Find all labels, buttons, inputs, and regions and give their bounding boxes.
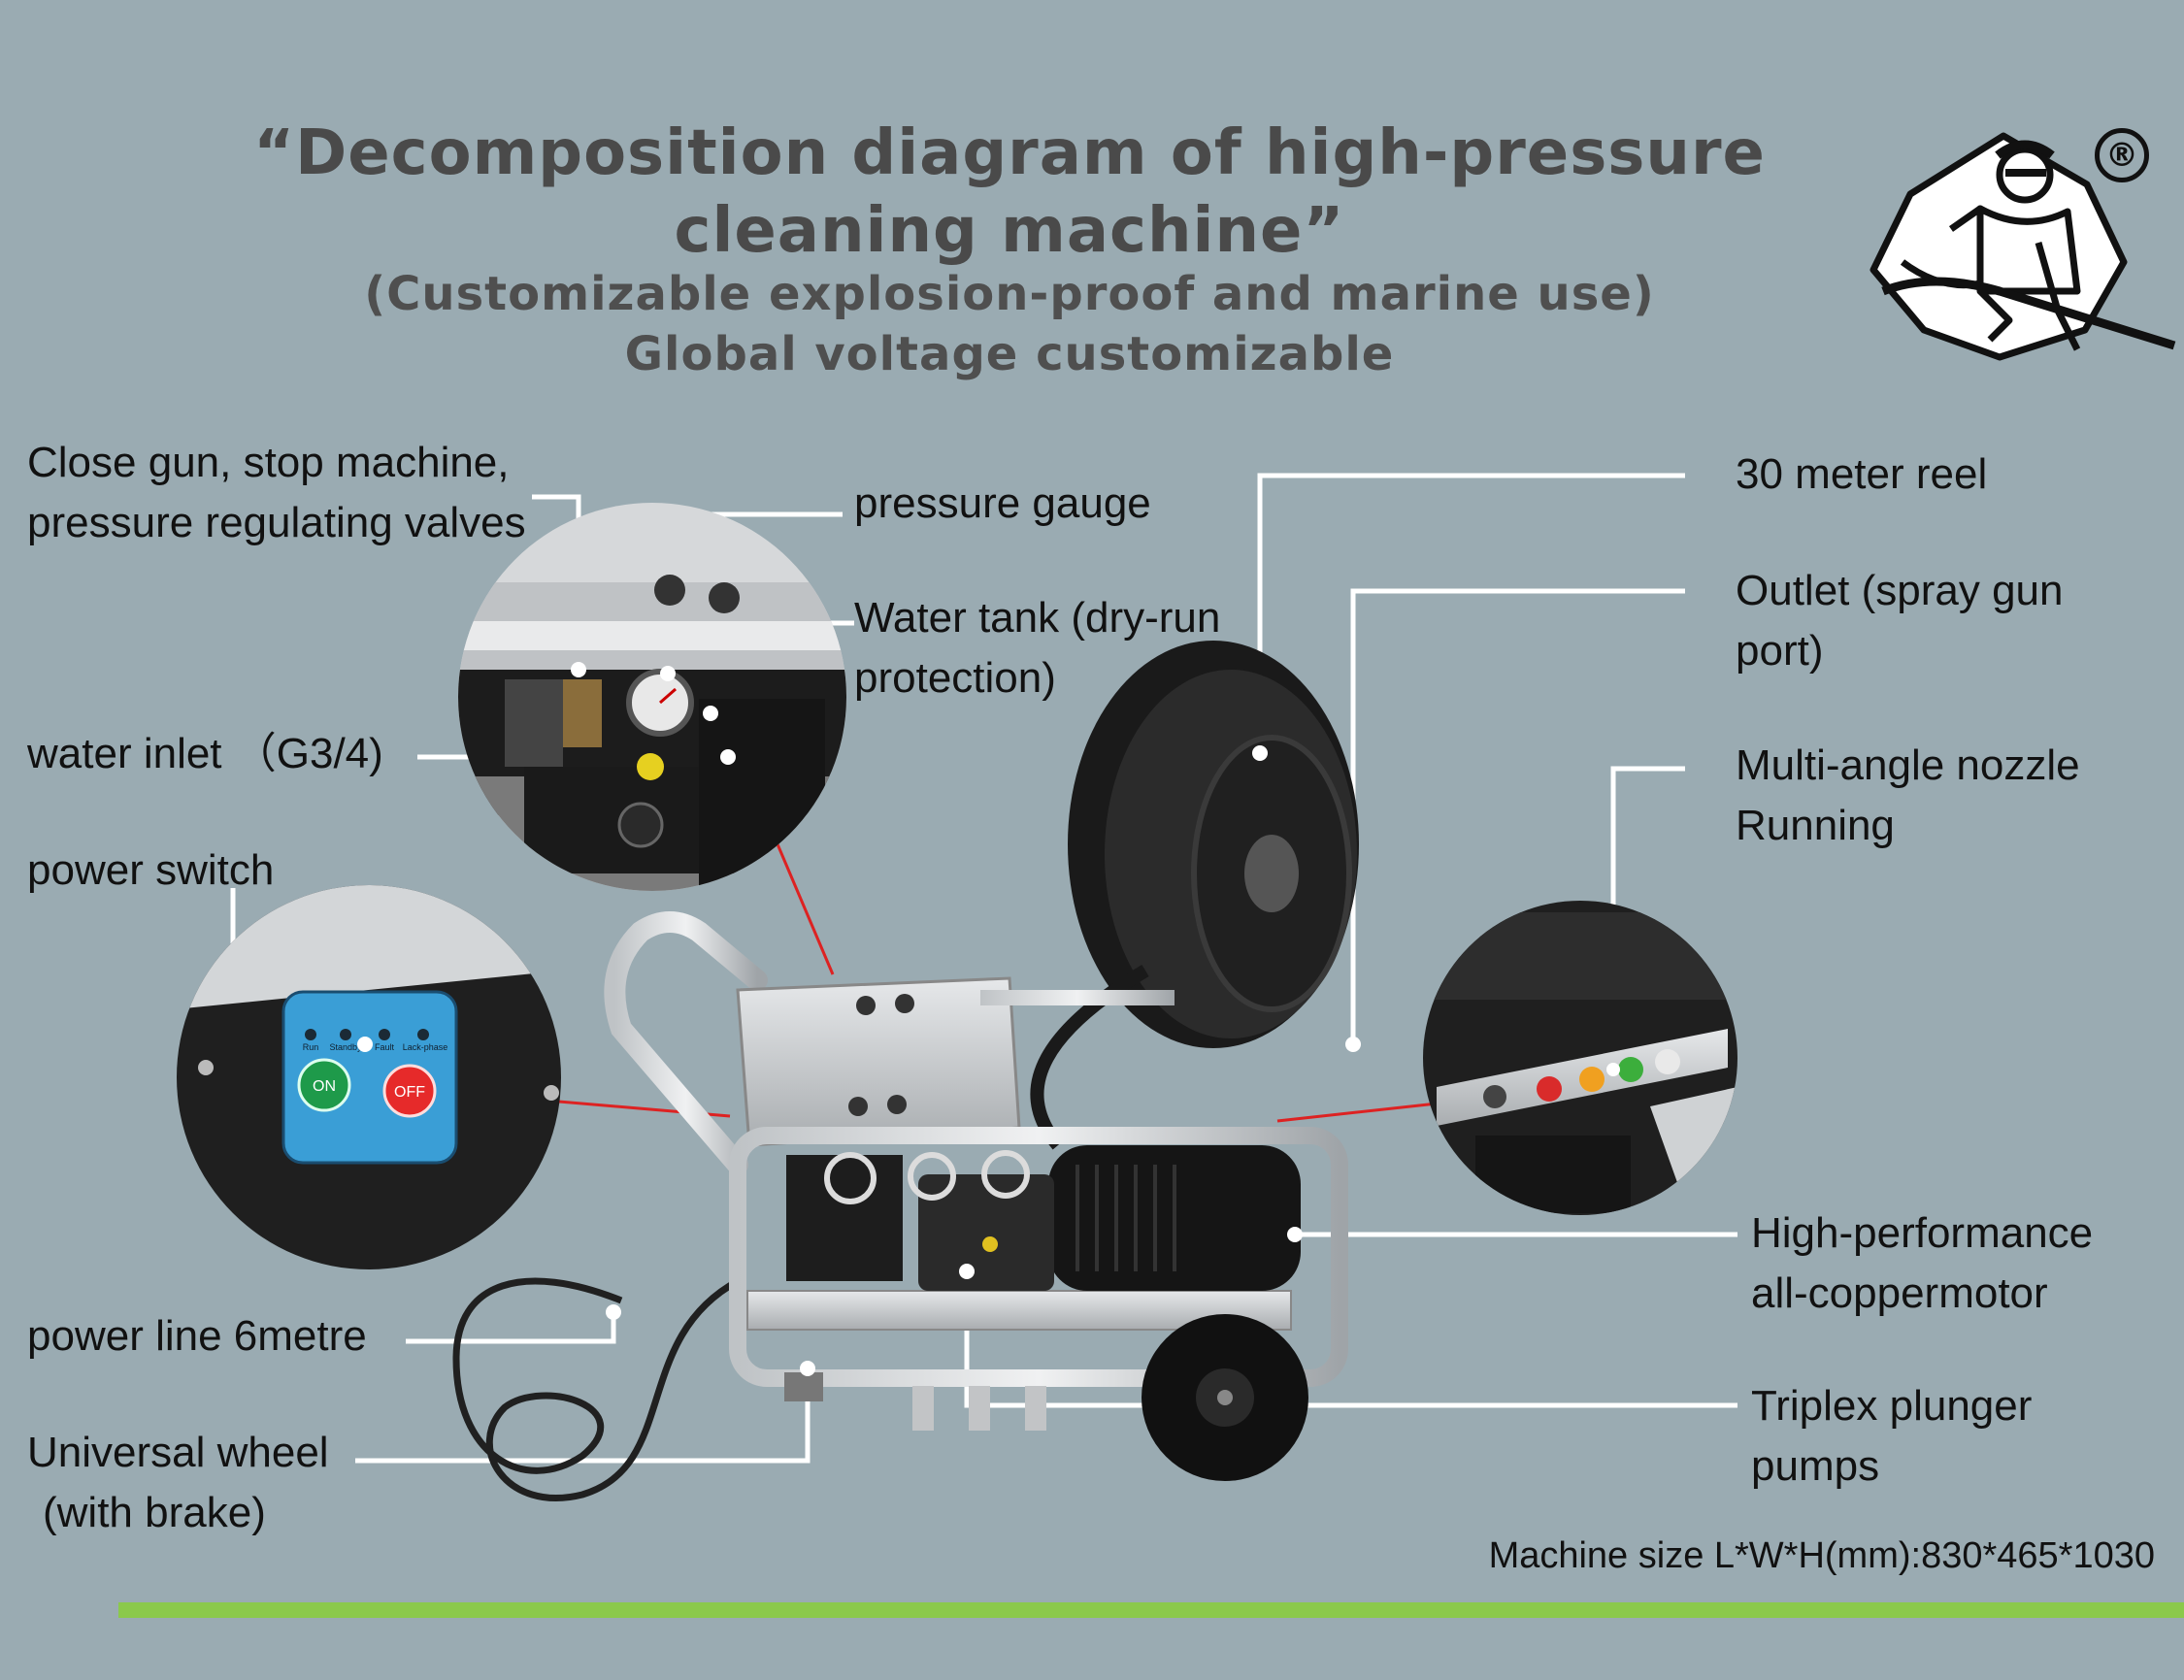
label-universal-wheel-line1: Universal wheel	[27, 1429, 329, 1476]
label-pressure-gauge: pressure gauge	[854, 479, 1151, 527]
off-button-label: OFF	[394, 1084, 425, 1101]
label-universal-wheel: Universal wheel (with brake)	[27, 1423, 329, 1543]
label-nozzle-line2: Running	[1736, 802, 1895, 849]
label-water-tank: Water tank (dry-run protection)	[854, 588, 1220, 708]
off-button	[382, 1064, 437, 1118]
subtitle-line-2: Global voltage customizable	[624, 327, 1395, 381]
label-outlet: Outlet (spray gun port)	[1736, 561, 2064, 681]
inset-nozzles	[1423, 901, 1737, 1215]
power-cable	[452, 1277, 740, 1501]
push-handle	[604, 911, 768, 1175]
brand-logo-icon	[1870, 132, 2176, 361]
on-button	[297, 1058, 351, 1112]
indicator-run: Run	[303, 1042, 319, 1052]
yellow-nozzle-icon	[1579, 1067, 1605, 1092]
registered-mark-text: ®	[2105, 136, 2138, 175]
label-pump-line1: Triplex plunger	[1751, 1382, 2033, 1430]
label-water-tank-line1: Water tank (dry-run	[854, 594, 1221, 642]
registered-mark-icon: ®	[2095, 128, 2149, 182]
label-pump: Triplex plunger pumps	[1751, 1376, 2032, 1497]
label-motor-line2: all-coppermotor	[1751, 1269, 2048, 1317]
page-subtitle: (Customizable explosion-proof and marine…	[116, 264, 1903, 384]
pump	[918, 1174, 1054, 1291]
label-pump-line2: pumps	[1751, 1442, 1880, 1490]
subtitle-line-1: (Customizable explosion-proof and marine…	[364, 267, 1655, 321]
inset-valves	[458, 503, 846, 891]
label-close-gun-line2: pressure regulating valves	[27, 499, 526, 546]
label-close-gun-line1: Close gun, stop machine,	[27, 439, 510, 486]
green-nozzle-icon	[1618, 1057, 1643, 1082]
label-power-line: power line 6metre	[27, 1312, 367, 1360]
indicator-fault: Fault	[375, 1042, 395, 1052]
frame	[729, 1127, 1348, 1387]
indicator-standby: Standby	[329, 1042, 362, 1052]
label-nozzle-line1: Multi-angle nozzle	[1736, 741, 2080, 789]
label-power-switch: power switch	[27, 846, 275, 894]
water-tank	[786, 1155, 903, 1281]
on-button-label: ON	[313, 1078, 336, 1095]
page-title: “Decomposition diagram of high-pressure …	[116, 115, 1903, 270]
title-text: “Decomposition diagram of high-pressure …	[253, 117, 1766, 267]
label-motor: High-performance all-coppermotor	[1751, 1203, 2093, 1324]
label-motor-line1: High-performance	[1751, 1209, 2094, 1257]
accent-bar	[118, 1602, 2184, 1618]
label-water-tank-line2: protection)	[854, 654, 1056, 702]
label-outlet-line2: port)	[1736, 627, 1824, 675]
red-nozzle-icon	[1537, 1076, 1562, 1102]
machine-size: Machine size L*W*H(mm):830*465*1030	[1488, 1535, 2155, 1576]
inset-control-panel	[177, 885, 561, 1269]
label-outlet-line1: Outlet (spray gun	[1736, 567, 2064, 614]
white-nozzle-icon	[1655, 1049, 1680, 1074]
label-close-gun: Close gun, stop machine, pressure regula…	[27, 433, 526, 553]
label-universal-wheel-line2: (with brake)	[43, 1489, 266, 1536]
control-panel	[281, 990, 458, 1165]
label-reel: 30 meter reel	[1736, 450, 1988, 498]
top-plate	[736, 976, 1021, 1147]
machine-body	[452, 641, 1361, 1501]
label-nozzle: Multi-angle nozzle Running	[1736, 736, 2080, 856]
indicator-lack-phase: Lack-phase	[403, 1042, 448, 1052]
label-water-inlet: water inlet （G3/4)	[27, 730, 383, 777]
